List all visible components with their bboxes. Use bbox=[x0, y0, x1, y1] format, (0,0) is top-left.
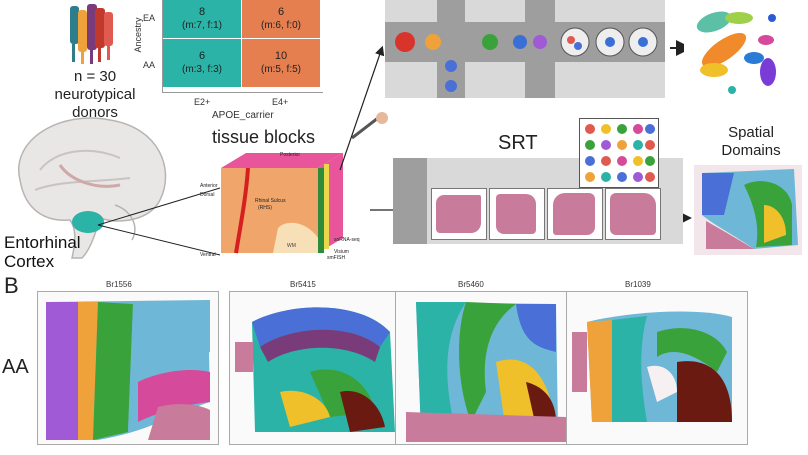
srt-title: SRT bbox=[498, 132, 538, 154]
visium-spot-grid bbox=[579, 118, 659, 188]
sample-br5460 bbox=[395, 291, 577, 445]
block-label-anterior: Anterior bbox=[200, 183, 218, 189]
sample-br1039 bbox=[566, 291, 748, 445]
tissue-blocks-title: tissue blocks bbox=[212, 127, 316, 147]
heatmap-xtick-e4: E4+ bbox=[272, 97, 289, 107]
srt-slide-holder bbox=[393, 158, 427, 244]
block-label-wm: WM bbox=[287, 243, 296, 249]
block-label-smfish: smFISH bbox=[327, 255, 346, 261]
block-label-rhinal: Rhinal Sulcus bbox=[255, 198, 286, 204]
row-label-aa: AA bbox=[2, 356, 29, 378]
sample-title-br1556: Br1556 bbox=[106, 280, 132, 289]
heatmap-xtick-e2: E2+ bbox=[194, 97, 211, 107]
heatmap-cell-ea-e2: 8(m:7, f:1) bbox=[163, 0, 241, 38]
heatmap-cell-ea-e4: 6(m:6, f:0) bbox=[242, 0, 320, 38]
srt-tissue-1 bbox=[431, 188, 487, 240]
donors-label: n = 30 neurotypical donors bbox=[54, 68, 136, 121]
heatmap-ytick-ea: EA bbox=[143, 13, 156, 23]
tissue-block-cube bbox=[218, 148, 368, 258]
donor-figures-icon bbox=[64, 0, 122, 66]
panel-b-letter: B bbox=[4, 273, 19, 298]
sample-title-br5415: Br5415 bbox=[290, 280, 316, 289]
heatmap-xlabel: APOE_carrier bbox=[212, 110, 274, 121]
spatial-domains-thumbnail bbox=[694, 165, 802, 255]
srt-tissue-4 bbox=[605, 188, 661, 240]
block-label-posterior: Posterior bbox=[280, 152, 301, 158]
block-label-snrna: snRNA-seq bbox=[334, 237, 360, 243]
brain-illustration bbox=[0, 110, 175, 260]
heatmap-cell-aa-e2: 6(m:3, f:3) bbox=[163, 39, 241, 87]
sample-title-br1039: Br1039 bbox=[625, 280, 651, 289]
spatial-domains-title: Spatial Domains bbox=[721, 124, 781, 159]
block-label-visium: Visium bbox=[334, 249, 349, 255]
sample-br1556 bbox=[37, 291, 219, 445]
srt-tissue-2 bbox=[489, 188, 545, 240]
heatmap: 8(m:7, f:1) 6(m:6, f:0) 6(m:3, f:3) 10(m… bbox=[162, 0, 323, 93]
heatmap-ytick-aa: AA bbox=[143, 60, 156, 70]
heatmap-cell-aa-e4: 10(m:5, f:5) bbox=[242, 39, 320, 87]
umap-plot bbox=[684, 0, 792, 104]
brain-to-block-lines bbox=[97, 187, 221, 256]
heatmap-ylabel: Ancestry bbox=[133, 17, 143, 53]
brain-label: Entorhinal Cortex bbox=[4, 233, 81, 271]
snrna-microfluidics bbox=[385, 0, 665, 98]
pen-icon bbox=[348, 112, 390, 147]
block-label-ventral: Ventral bbox=[200, 252, 216, 258]
sample-br5415 bbox=[229, 291, 411, 445]
sample-title-br5460: Br5460 bbox=[458, 280, 484, 289]
srt-tissue-3 bbox=[547, 188, 603, 240]
block-label-dorsal: Dorsal bbox=[200, 192, 215, 198]
block-label-rhs: (RHS) bbox=[258, 205, 272, 211]
